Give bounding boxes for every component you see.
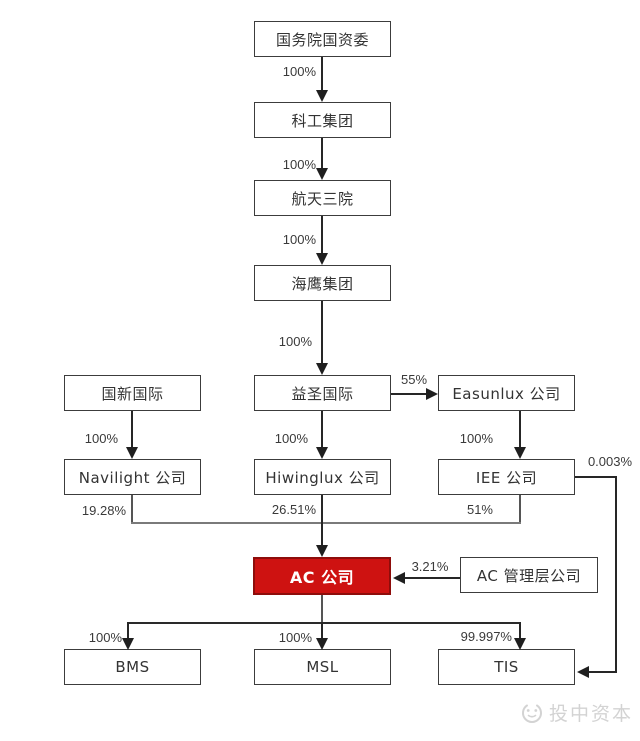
connector-hangtian-haiying: [321, 216, 323, 254]
node-guoziwei: 国务院国资委: [254, 21, 391, 57]
connector-hiwinglux-ac: [321, 495, 323, 546]
watermark: 投中资本: [520, 699, 633, 726]
node-navilight: Navilight 公司: [64, 459, 201, 495]
connector-navilight-join: [131, 495, 133, 522]
arrow-down-icon: [316, 447, 328, 459]
edge-label-easunlux-iee: 100%: [459, 431, 493, 446]
arrow-down-icon: [514, 638, 526, 650]
edge-label-iee-tis: 0.003%: [587, 454, 633, 469]
edge-label-yisheng-hiwinglux: 100%: [274, 431, 308, 446]
branch-line-subsidiaries: [127, 622, 521, 624]
node-ac: AC 公司: [253, 557, 391, 595]
connector-easunlux-iee: [519, 411, 521, 448]
connector-ac-branch: [321, 595, 323, 622]
connector-acmgmt-ac: [404, 577, 460, 579]
node-bms: BMS: [64, 649, 201, 685]
node-easunlux: Easunlux 公司: [438, 375, 575, 411]
node-acmgmt: AC 管理层公司: [460, 557, 598, 593]
touzhong-capital-logo-icon: [522, 704, 542, 723]
edge-label-guoxin-navilight: 100%: [84, 431, 118, 446]
arrow-left-icon: [577, 666, 589, 678]
edge-label-hangtian-haiying: 100%: [282, 232, 316, 247]
join-line-shareholders: [131, 522, 521, 524]
edge-label-kegong-hangtian: 100%: [282, 157, 316, 172]
connector-haiying-yisheng: [321, 301, 323, 364]
connector-kegong-hangtian: [321, 138, 323, 169]
connector-iee-tis-side: [615, 476, 617, 673]
node-kegong: 科工集团: [254, 102, 391, 138]
node-tis: TIS: [438, 649, 575, 685]
arrow-down-icon: [316, 363, 328, 375]
edge-label-ac-tis: 99.997%: [460, 629, 512, 644]
arrow-down-icon: [316, 90, 328, 102]
connector-yisheng-easunlux: [391, 393, 427, 395]
node-yisheng: 益圣国际: [254, 375, 391, 411]
watermark-text: 投中资本: [549, 703, 634, 725]
arrow-down-icon: [316, 545, 328, 557]
arrow-down-icon: [122, 638, 134, 650]
connector-guoxin-navilight: [131, 411, 133, 448]
node-iee: IEE 公司: [438, 459, 575, 495]
arrow-down-icon: [316, 638, 328, 650]
edge-label-acmgmt-ac: 3.21%: [411, 559, 449, 574]
connector-iee-join: [519, 495, 521, 522]
connector-yisheng-hiwinglux: [321, 411, 323, 448]
edge-label-navilight-ac: 19.28%: [81, 503, 126, 518]
edge-label-haiying-yisheng: 100%: [278, 334, 312, 349]
node-haiying: 海鹰集团: [254, 265, 391, 301]
arrow-down-icon: [316, 253, 328, 265]
connector-iee-tis-bottom: [589, 671, 617, 673]
arrow-down-icon: [514, 447, 526, 459]
connector-branch-bms: [127, 622, 129, 639]
connector-guoziwei-kegong: [321, 57, 323, 91]
edge-label-iee-ac: 51%: [466, 502, 493, 517]
arrow-down-icon: [126, 447, 138, 459]
connector-branch-tis: [519, 622, 521, 639]
node-msl: MSL: [254, 649, 391, 685]
edge-label-guoziwei-kegong: 100%: [282, 64, 316, 79]
connector-iee-tis-top: [575, 476, 617, 478]
node-hangtian: 航天三院: [254, 180, 391, 216]
edge-label-ac-msl: 100%: [278, 630, 312, 645]
edge-label-ac-bms: 100%: [88, 630, 122, 645]
arrow-right-icon: [426, 388, 438, 400]
connector-branch-msl: [321, 622, 323, 639]
arrow-left-icon: [393, 572, 405, 584]
arrow-down-icon: [316, 168, 328, 180]
node-guoxin: 国新国际: [64, 375, 201, 411]
node-hiwinglux: Hiwinglux 公司: [254, 459, 391, 495]
edge-label-yisheng-easunlux: 55%: [400, 372, 428, 387]
edge-label-hiwinglux-ac: 26.51%: [271, 502, 316, 517]
